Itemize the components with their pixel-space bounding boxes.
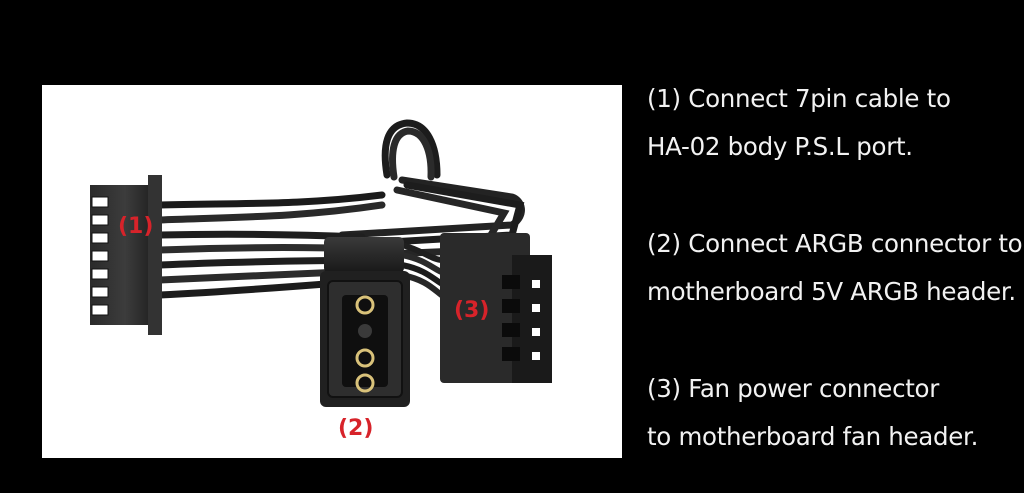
instruction-step-3: (3) Fan power connector to motherboard f… bbox=[647, 365, 1024, 461]
cable-illustration: (1) (2) bbox=[90, 119, 552, 441]
instruction-step-3-line-2: to motherboard fan header. bbox=[647, 422, 979, 451]
callout-one: (1) bbox=[118, 214, 153, 239]
argb-connector bbox=[320, 237, 410, 407]
instruction-step-2-line-1: (2) Connect ARGB connector to bbox=[647, 229, 1023, 258]
instruction-step-2-line-2: motherboard 5V ARGB header. bbox=[647, 277, 1016, 306]
instruction-step-2: (2) Connect ARGB connector to motherboar… bbox=[647, 220, 1024, 316]
instruction-step-1-line-1: (1) Connect 7pin cable to bbox=[647, 84, 951, 113]
fan-connector bbox=[440, 233, 552, 383]
instruction-list: (1) Connect 7pin cable to HA-02 body P.S… bbox=[647, 75, 1024, 461]
callout-two: (2) bbox=[338, 416, 373, 441]
seven-pin-connector bbox=[90, 175, 162, 335]
callout-three: (3) bbox=[454, 298, 489, 323]
instruction-step-1-line-2: HA-02 body P.S.L port. bbox=[647, 132, 913, 161]
instruction-step-3-line-1: (3) Fan power connector bbox=[647, 374, 940, 403]
instruction-step-1: (1) Connect 7pin cable to HA-02 body P.S… bbox=[647, 75, 1024, 171]
cable-photo: (1) (2) bbox=[42, 85, 622, 458]
